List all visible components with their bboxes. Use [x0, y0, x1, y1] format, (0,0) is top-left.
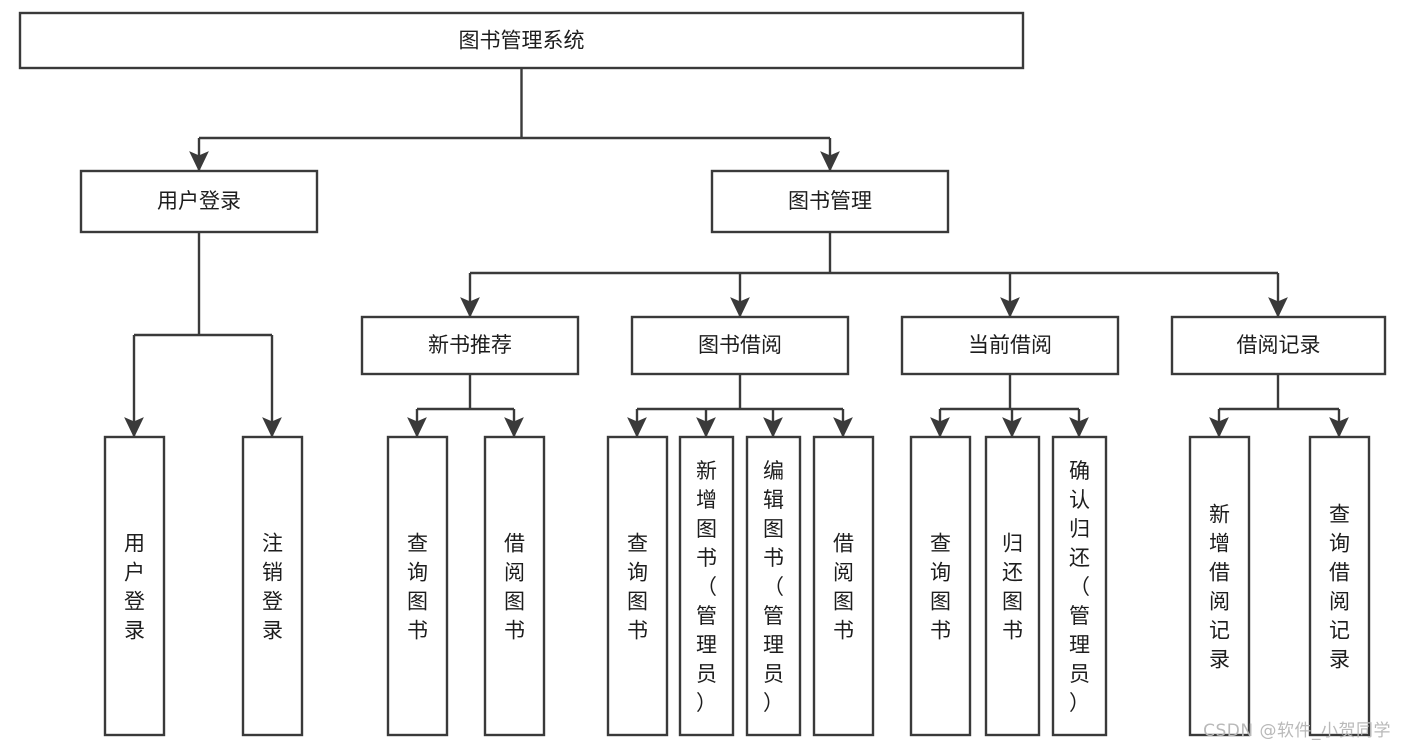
leaf-node-3[interactable]: 借阅图书 [483, 435, 546, 737]
leaf-node-7[interactable]: 借阅图书 [812, 435, 875, 737]
leaf-node-label-11: 新增借阅记录 [1209, 503, 1230, 672]
node-current-borrow-box[interactable] [900, 315, 1120, 376]
node-new-book-recommend-box[interactable] [360, 315, 580, 376]
node-root-box[interactable] [18, 11, 1025, 70]
node-book-management-box[interactable] [710, 169, 950, 234]
leaf-node-box-5[interactable] [678, 435, 735, 737]
leaf-node-11[interactable]: 新增借阅记录 [1188, 435, 1251, 737]
node-book-management[interactable]: 图书管理 [710, 169, 950, 234]
node-book-management-label: 图书管理 [788, 189, 872, 213]
leaf-node-label-9: 归还图书 [1002, 532, 1023, 643]
leaf-node-label-12: 查询借阅记录 [1329, 503, 1350, 672]
node-book-borrow-label: 图书借阅 [698, 333, 782, 357]
leaf-node-label-10: 确认归还（管理员） [1069, 459, 1090, 715]
leaf-node-8[interactable]: 查询图书 [909, 435, 972, 737]
leaf-node-9[interactable]: 归还图书 [984, 435, 1041, 737]
leaf-node-layer: 用户登录 注销登录 查询图书 借阅图书 查询图书 新增图书（管理员） 编辑图书（管理员） 借阅… [103, 435, 1371, 737]
leaf-node-box-10[interactable] [1051, 435, 1108, 737]
leaf-node-5[interactable]: 新增图书（管理员） [678, 435, 735, 737]
leaf-node-box-6[interactable] [745, 435, 802, 737]
node-current-borrow[interactable]: 当前借阅 [900, 315, 1120, 376]
leaf-node-10[interactable]: 确认归还（管理员） [1051, 435, 1108, 737]
leaf-node-box-12[interactable] [1308, 435, 1371, 737]
leaf-node-box-4[interactable] [606, 435, 669, 737]
leaf-node-label-5: 新增图书（管理员） [696, 459, 717, 715]
leaf-node-label-4: 查询图书 [627, 532, 648, 643]
leaf-node-box-3[interactable] [483, 435, 546, 737]
node-current-borrow-label: 当前借阅 [968, 333, 1052, 357]
connector-layer [124, 68, 1349, 438]
node-new-book-recommend-label: 新书推荐 [428, 333, 512, 357]
leaf-node-label-7: 借阅图书 [833, 532, 854, 643]
leaf-node-label-0: 用户登录 [124, 532, 145, 643]
leaf-node-12[interactable]: 查询借阅记录 [1308, 435, 1371, 737]
leaf-node-box-7[interactable] [812, 435, 875, 737]
leaf-node-box-9[interactable] [984, 435, 1041, 737]
leaf-node-label-2: 查询图书 [407, 532, 428, 643]
leaf-node-4[interactable]: 查询图书 [606, 435, 669, 737]
node-borrow-records-box[interactable] [1170, 315, 1387, 376]
node-user-login-label: 用户登录 [157, 189, 241, 213]
node-user-login-box[interactable] [79, 169, 319, 234]
leaf-node-0[interactable]: 用户登录 [103, 435, 166, 737]
node-book-borrow-box[interactable] [630, 315, 850, 376]
leaf-node-label-6: 编辑图书（管理员） [763, 459, 784, 715]
leaf-node-box-1[interactable] [241, 435, 304, 737]
node-borrow-records[interactable]: 借阅记录 [1170, 315, 1387, 376]
leaf-node-box-0[interactable] [103, 435, 166, 737]
node-root-label: 图书管理系统 [459, 29, 585, 53]
node-new-book-recommend[interactable]: 新书推荐 [360, 315, 580, 376]
leaf-node-box-8[interactable] [909, 435, 972, 737]
leaf-node-box-2[interactable] [386, 435, 449, 737]
node-user-login[interactable]: 用户登录 [79, 169, 319, 234]
leaf-node-1[interactable]: 注销登录 [241, 435, 304, 737]
leaf-node-box-11[interactable] [1188, 435, 1251, 737]
leaf-node-label-1: 注销登录 [262, 532, 283, 643]
leaf-node-6[interactable]: 编辑图书（管理员） [745, 435, 802, 737]
leaf-node-label-8: 查询图书 [930, 532, 951, 643]
csdn-watermark: CSDN @软件_小贺同学 [1203, 721, 1391, 741]
leaf-node-2[interactable]: 查询图书 [386, 435, 449, 737]
node-book-borrow[interactable]: 图书借阅 [630, 315, 850, 376]
leaf-node-label-3: 借阅图书 [504, 532, 525, 643]
node-borrow-records-label: 借阅记录 [1237, 333, 1321, 357]
node-root-system[interactable]: 图书管理系统 [18, 11, 1025, 70]
